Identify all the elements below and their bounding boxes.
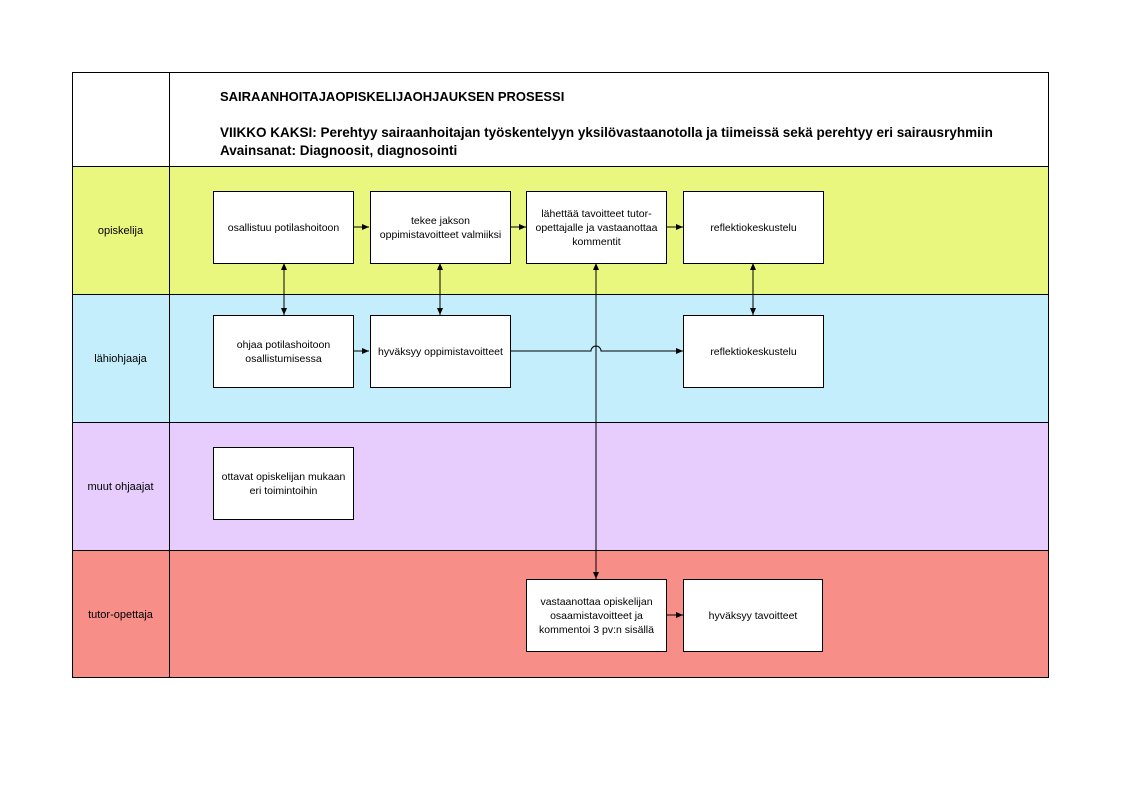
lane-label-tutor-opettaja: tutor-opettaja (72, 551, 170, 678)
subtitle-week: VIIKKO KAKSI: Perehtyy sairaanhoitajan t… (220, 125, 993, 140)
box-vastaanottaa-osaamistavoitteet: vastaanottaa opiskelijan osaamistavoitte… (526, 579, 667, 652)
arrow-hyvaksyy-reflektio (510, 345, 683, 354)
lane-label-lahiohjaaja: lähiohjaaja (72, 295, 170, 422)
box-ohjaa-potilashoitoon: ohjaa potilashoitoon osallistumisessa (213, 315, 354, 388)
diagram-title: SAIRAANHOITAJAOPISKELIJAOHJAUKSEN PROSES… (220, 89, 565, 104)
lane-label-muut-ohjaajat: muut ohjaajat (72, 423, 170, 550)
diagram-subtitle: VIIKKO KAKSI: Perehtyy sairaanhoitajan t… (220, 124, 993, 160)
lane-label-opiskelija: opiskelija (72, 167, 170, 294)
box-hyvaksyy-oppimistavoitteet: hyväksyy oppimistavoitteet (370, 315, 511, 388)
diagram-frame (72, 72, 1049, 678)
subtitle-keywords: Avainsanat: Diagnoosit, diagnosointi (220, 143, 458, 158)
box-lahettaa-tavoitteet: lähettää tavoitteet tutor-opettajalle ja… (526, 191, 667, 264)
box-hyvaksyy-tavoitteet: hyväksyy tavoitteet (683, 579, 823, 652)
box-ottavat-opiskelijan: ottavat opiskelijan mukaan eri toimintoi… (213, 447, 354, 520)
box-reflektiokeskustelu-lahiohjaaja: reflektiokeskustelu (683, 315, 824, 388)
box-tekee-jakson-oppimistavoitteet: tekee jakson oppimistavoitteet valmiiksi (370, 191, 511, 264)
header-label-cell (72, 72, 170, 166)
box-reflektiokeskustelu-opiskelija: reflektiokeskustelu (683, 191, 824, 264)
box-osallistuu-potilashoitoon: osallistuu potilashoitoon (213, 191, 354, 264)
